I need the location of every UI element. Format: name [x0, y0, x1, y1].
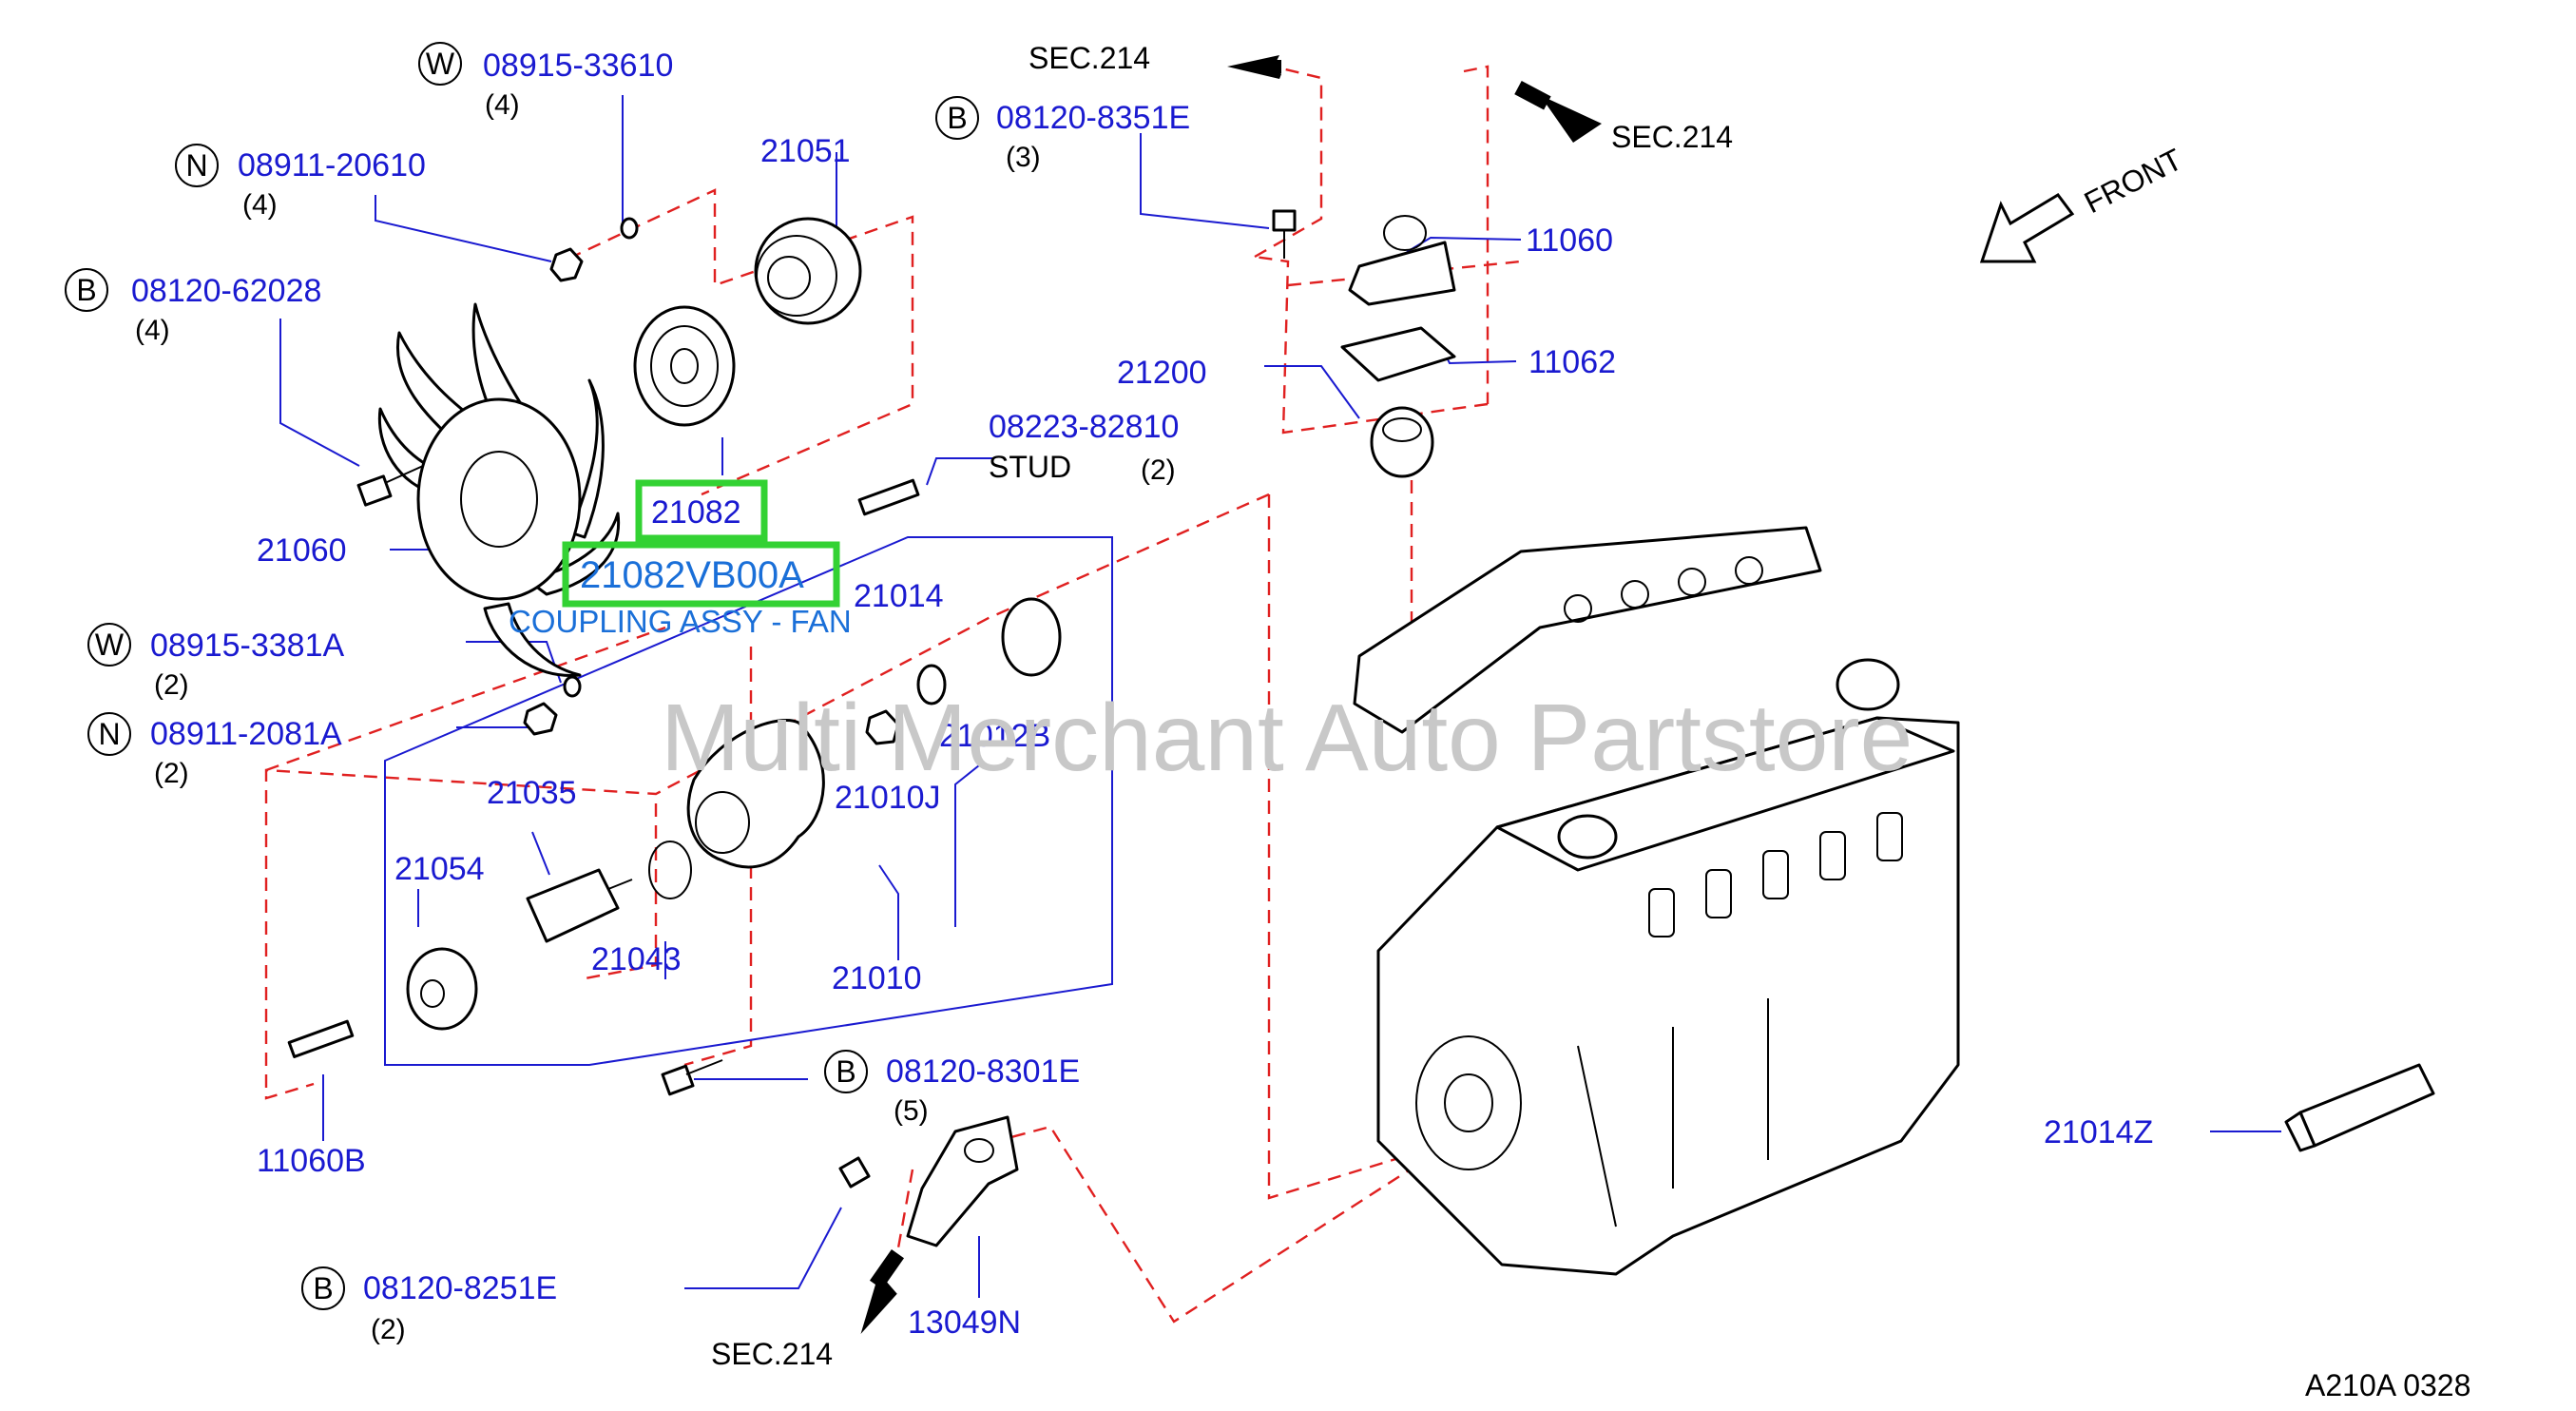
- sec-arrows: [860, 55, 1602, 1335]
- front-label: FRONT: [2079, 142, 2188, 220]
- callout-prefix-w-3381a: W: [95, 628, 125, 662]
- sec-ref-top[interactable]: SEC.214: [1028, 41, 1150, 75]
- prefix-circle: [935, 96, 979, 140]
- pulley-drawing: [754, 217, 862, 325]
- part-21010[interactable]: 21010: [832, 960, 922, 996]
- prefix-circle: [65, 268, 108, 312]
- highlight-box-21082vb00a[interactable]: [562, 541, 840, 608]
- fan-coupling-drawing: [633, 305, 736, 427]
- part-21051[interactable]: 21051: [760, 133, 851, 169]
- leader-lines: [279, 95, 2281, 1298]
- part-13049n[interactable]: 13049N: [908, 1305, 1021, 1341]
- hub-shaft-drawing: [406, 868, 633, 1031]
- water-pump-drawing: [686, 719, 825, 869]
- engine-block-drawing: [1376, 658, 1960, 1276]
- part-number-08911-2081a[interactable]: 08911-2081A: [150, 716, 342, 752]
- callout-labels: W 08915-33610 (4) N 08911-20610 (4) B 08…: [76, 47, 1190, 1345]
- highlighted-part[interactable]: 21082 21082VB00A COUPLING ASSY - FAN: [509, 479, 852, 639]
- quantity-label: (2): [154, 669, 189, 701]
- part-11062[interactable]: 11062: [1528, 344, 1616, 380]
- prefix-circle: [418, 42, 462, 86]
- hardware-drawings: [523, 217, 1062, 899]
- part-number-08915-33610[interactable]: 08915-33610: [483, 48, 673, 84]
- callout-prefix-b-8251e: B: [313, 1271, 333, 1305]
- part-21054[interactable]: 21054: [394, 851, 485, 887]
- part-number-08223-82810[interactable]: 08223-82810: [989, 409, 1179, 445]
- fan-drawing: [377, 302, 621, 677]
- manifold-drawing: [1353, 526, 1822, 734]
- water-outlet-drawing: [906, 1115, 1019, 1247]
- quantity-label: (2): [371, 1314, 406, 1345]
- part-number-08120-62028[interactable]: 08120-62028: [131, 273, 321, 309]
- part-21200[interactable]: 21200: [1117, 355, 1207, 391]
- prefix-circle: [87, 623, 131, 667]
- part-description: COUPLING ASSY - FAN: [509, 604, 852, 639]
- assembly-dashed-lines: [264, 65, 1522, 1324]
- prefix-circle: [301, 1266, 345, 1310]
- part-21014z[interactable]: 21014Z: [2044, 1114, 2153, 1150]
- quantity-label: (3): [1006, 142, 1041, 173]
- water-pump-group-box: [384, 536, 1113, 1066]
- callout-prefix-b-62028: B: [76, 273, 96, 307]
- part-labels: 21051 11060 11062 21200 21060 21014 2101…: [257, 133, 2153, 1341]
- highlight-box-21082[interactable]: [635, 479, 768, 542]
- part-21082vb00a[interactable]: 21082VB00A: [580, 554, 804, 596]
- quantity-label: (4): [485, 89, 520, 121]
- stud-label: STUD: [989, 450, 1071, 484]
- part-21082[interactable]: 21082: [651, 494, 741, 531]
- part-21012b[interactable]: 21012B: [939, 718, 1050, 754]
- part-11060b[interactable]: 11060B: [257, 1143, 366, 1179]
- callout-prefix-w-33610: W: [426, 47, 455, 81]
- part-11060[interactable]: 11060: [1526, 222, 1613, 259]
- sealant-tube-drawing: [2284, 1063, 2435, 1152]
- quantity-label: (2): [154, 758, 189, 789]
- bolt-drawings: [287, 209, 1297, 1189]
- prefix-circle: [824, 1050, 868, 1093]
- part-21014[interactable]: 21014: [854, 578, 944, 614]
- part-number-08120-8251e[interactable]: 08120-8251E: [363, 1270, 557, 1306]
- quantity-label: (2): [1141, 454, 1176, 486]
- callout-prefix-n-2081a: N: [98, 717, 120, 751]
- quantity-label: (4): [242, 189, 278, 221]
- part-21035[interactable]: 21035: [487, 775, 577, 811]
- callout-prefix-b-8351e: B: [947, 101, 967, 135]
- thermostat-housing-drawing: [1340, 215, 1456, 478]
- part-number-08915-3381a[interactable]: 08915-3381A: [150, 628, 345, 664]
- sec-ref-bottom[interactable]: SEC.214: [711, 1337, 833, 1371]
- front-arrow: [1979, 193, 2075, 263]
- part-number-08120-8351e[interactable]: 08120-8351E: [996, 100, 1190, 136]
- callout-prefix-b-8301e: B: [836, 1054, 855, 1089]
- part-number-08911-20610[interactable]: 08911-20610: [238, 147, 426, 184]
- part-number-08120-8301e[interactable]: 08120-8301E: [886, 1053, 1080, 1090]
- part-21043[interactable]: 21043: [591, 941, 682, 977]
- prefix-circle: [175, 144, 219, 187]
- quantity-label: (4): [135, 315, 170, 346]
- watermark: Multi Merchant Auto Partstore: [661, 685, 1913, 791]
- callout-prefix-n-20610: N: [185, 148, 207, 183]
- part-21060[interactable]: 21060: [257, 532, 347, 569]
- diagram-code: A210A 0328: [2305, 1368, 2470, 1402]
- prefix-circle: [87, 712, 131, 756]
- prefix-circles: [65, 42, 979, 1310]
- part-21010j[interactable]: 21010J: [835, 780, 941, 816]
- quantity-label: (5): [894, 1095, 929, 1127]
- sec-ref-right[interactable]: SEC.214: [1611, 120, 1733, 154]
